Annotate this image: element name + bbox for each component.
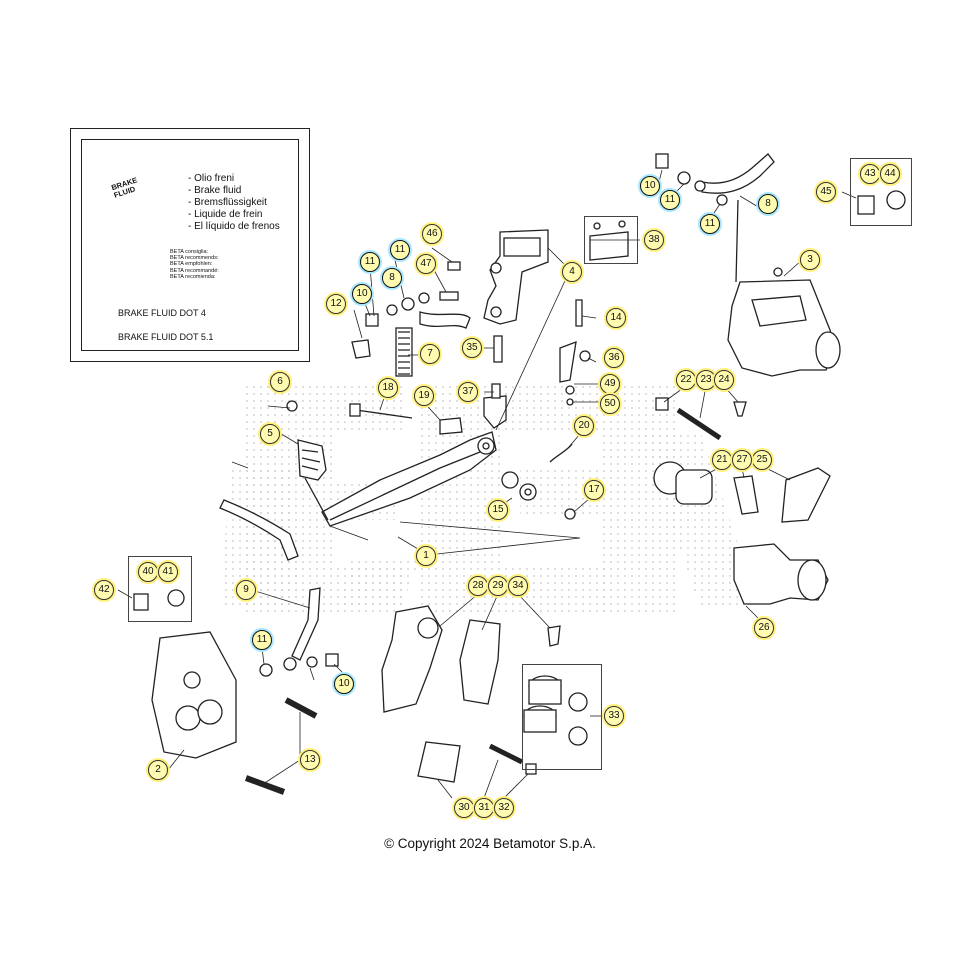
callout[interactable]: 35 xyxy=(462,338,482,358)
callout[interactable]: 10 xyxy=(352,284,372,304)
callout[interactable]: 28 xyxy=(468,576,488,596)
callout[interactable]: 5 xyxy=(260,424,280,444)
callout[interactable]: 37 xyxy=(458,382,478,402)
kit-box-43-44 xyxy=(850,158,912,226)
callout[interactable]: 36 xyxy=(604,348,624,368)
callout[interactable]: 18 xyxy=(378,378,398,398)
callout[interactable]: 8 xyxy=(758,194,778,214)
legend-language-line: - Brake fluid xyxy=(188,185,242,196)
recommend-line: BETA recomienda: xyxy=(170,273,216,280)
callout[interactable]: 38 xyxy=(644,230,664,250)
callout[interactable]: 31 xyxy=(474,798,494,818)
callout[interactable]: 34 xyxy=(508,576,528,596)
callout[interactable]: 40 xyxy=(138,562,158,582)
callout[interactable]: 20 xyxy=(574,416,594,436)
legend-recommends: BETA consiglia: BETA recommends: BETA em… xyxy=(170,249,219,280)
callout[interactable]: 11 xyxy=(252,630,272,650)
kit-box-38 xyxy=(584,216,638,264)
legend-language-line: - Bremsflüssigkeit xyxy=(188,197,267,208)
callout[interactable]: 17 xyxy=(584,480,604,500)
callout[interactable]: 9 xyxy=(236,580,256,600)
callout[interactable]: 13 xyxy=(300,750,320,770)
callout[interactable]: 43 xyxy=(860,164,880,184)
kit-box-40-41 xyxy=(128,556,192,622)
recommend-line: BETA empfohlen: xyxy=(170,261,213,268)
callout[interactable]: 14 xyxy=(606,308,626,328)
callout[interactable]: 42 xyxy=(94,580,114,600)
callout[interactable]: 3 xyxy=(800,250,820,270)
callout[interactable]: 15 xyxy=(488,500,508,520)
fluid-dot4: BRAKE FLUID DOT 4 xyxy=(118,308,206,318)
callout[interactable]: 47 xyxy=(416,254,436,274)
callout[interactable]: 11 xyxy=(360,252,380,272)
callout[interactable]: 11 xyxy=(660,190,680,210)
callout[interactable]: 46 xyxy=(422,224,442,244)
callout[interactable]: 8 xyxy=(382,268,402,288)
copyright-notice: © Copyright 2024 Betamotor S.p.A. xyxy=(384,836,596,851)
recommend-line: BETA recommandé: xyxy=(170,267,219,274)
legend-language-line: - Liquide de frein xyxy=(188,209,263,220)
callout[interactable]: 50 xyxy=(600,394,620,414)
legend-language-line: - Olio freni xyxy=(188,173,235,184)
kit-box-33 xyxy=(522,664,602,770)
callout[interactable]: 19 xyxy=(414,386,434,406)
callout[interactable]: 33 xyxy=(604,706,624,726)
callout[interactable]: 2 xyxy=(148,760,168,780)
callout[interactable]: 1 xyxy=(416,546,436,566)
callout[interactable]: 11 xyxy=(390,240,410,260)
callout[interactable]: 12 xyxy=(326,294,346,314)
callout[interactable]: 41 xyxy=(158,562,178,582)
legend-language-line: - El líquido de frenos xyxy=(188,221,280,232)
callout[interactable]: 10 xyxy=(334,674,354,694)
recommend-line: BETA consiglia: xyxy=(170,249,209,255)
callout[interactable]: 45 xyxy=(816,182,836,202)
brake-fluid-legend: BRAKE FLUID - Olio freni - Brake fluid -… xyxy=(70,128,310,362)
brake-fluid-can-label: BRAKE FLUID xyxy=(110,175,139,200)
callout[interactable]: 49 xyxy=(600,374,620,394)
callout[interactable]: 25 xyxy=(752,450,772,470)
callout[interactable]: 10 xyxy=(640,176,660,196)
callout[interactable]: 7 xyxy=(420,344,440,364)
callout[interactable]: 22 xyxy=(676,370,696,390)
callout[interactable]: 29 xyxy=(488,576,508,596)
callout[interactable]: 6 xyxy=(270,372,290,392)
callout[interactable]: 11 xyxy=(700,214,720,234)
recommend-line: BETA recommends: xyxy=(170,255,219,262)
callout[interactable]: 32 xyxy=(494,798,514,818)
callout[interactable]: 23 xyxy=(696,370,716,390)
callout[interactable]: 4 xyxy=(562,262,582,282)
fluid-dot51: BRAKE FLUID DOT 5.1 xyxy=(118,332,214,342)
callout[interactable]: 44 xyxy=(880,164,900,184)
callout[interactable]: 21 xyxy=(712,450,732,470)
callout[interactable]: 30 xyxy=(454,798,474,818)
callout[interactable]: 27 xyxy=(732,450,752,470)
callout[interactable]: 26 xyxy=(754,618,774,638)
legend-frame: BRAKE FLUID - Olio freni - Brake fluid -… xyxy=(81,139,299,351)
callout[interactable]: 24 xyxy=(714,370,734,390)
